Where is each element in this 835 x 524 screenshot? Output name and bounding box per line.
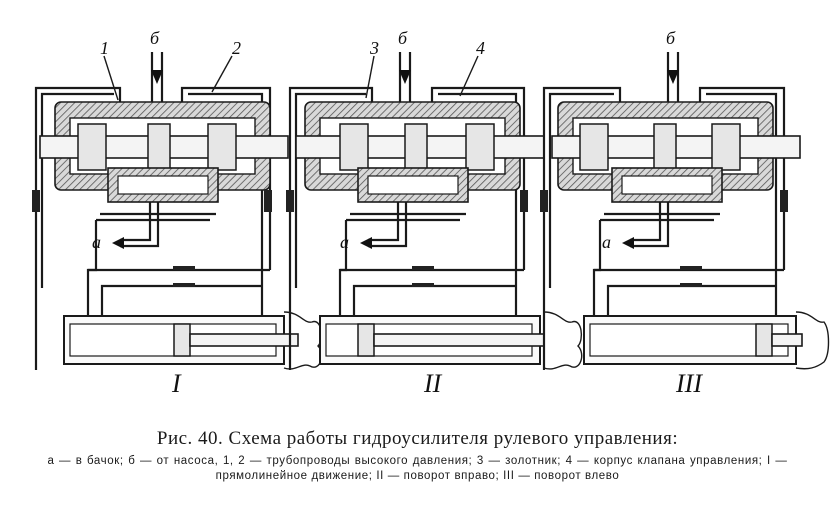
label-mode-II: II xyxy=(423,369,443,398)
label-tank-3: а xyxy=(602,232,611,252)
power-steering-diagram: 1 2 б 3 б 4 б а а а I II III xyxy=(32,28,830,398)
label-mode-III: III xyxy=(675,369,703,398)
label-pump-3: б xyxy=(666,28,676,48)
label-line-2: 2 xyxy=(232,38,241,58)
label-body-4: 4 xyxy=(476,38,485,58)
label-spool-3: 3 xyxy=(369,38,379,58)
label-tank-2: а xyxy=(340,232,349,252)
unit-straight xyxy=(32,52,323,370)
figure-caption: Рис. 40. Схема работы гидроусилителя рул… xyxy=(0,428,835,484)
label-tank-1: а xyxy=(92,232,101,252)
unit-right-turn xyxy=(286,52,583,370)
label-mode-I: I xyxy=(171,369,182,398)
label-pump-1: б xyxy=(150,28,160,48)
label-pump-2: б xyxy=(398,28,408,48)
caption-title: Рис. 40. Схема работы гидроусилителя рул… xyxy=(156,428,679,449)
label-line-1: 1 xyxy=(100,38,109,58)
unit-left-turn xyxy=(540,52,830,370)
caption-legend: а — в бачок; б — от насоса, 1, 2 — трубо… xyxy=(47,455,788,482)
